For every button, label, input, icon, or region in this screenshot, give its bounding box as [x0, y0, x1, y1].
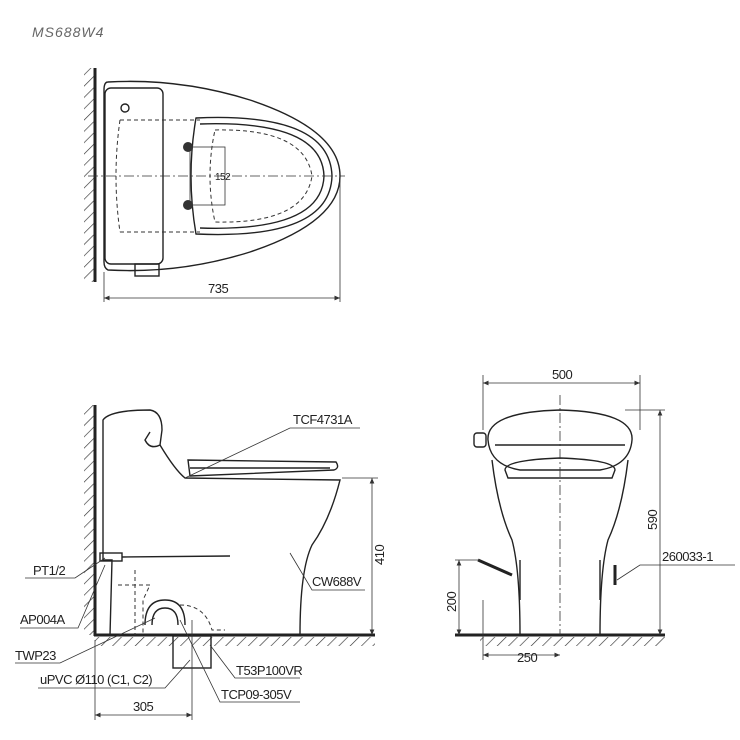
- label-supply: PT1/2: [33, 563, 65, 578]
- seat-lid: [187, 459, 339, 477]
- wall-hatching: [84, 68, 94, 282]
- front-width-dimension: 500: [552, 367, 572, 382]
- label-seat: TCF4731A: [293, 412, 353, 427]
- hinge-bolt: [183, 200, 193, 210]
- trapway-hidden: [179, 604, 225, 631]
- flush-handle-icon: [473, 432, 487, 448]
- height-dimension: 410: [372, 545, 387, 565]
- side-view: 305 410 TCF4731A CW688V PT1/2 AP004A TWP…: [15, 405, 387, 720]
- bolt-spacing-box: [189, 146, 226, 206]
- hinge-bolt: [183, 142, 193, 152]
- label-valve: AP004A: [20, 612, 66, 627]
- label-pipe: uPVC Ø110 (C1, C2): [40, 672, 152, 687]
- supply-fitting: [134, 263, 160, 277]
- trap-inner: [151, 607, 179, 626]
- tank-profile: [102, 409, 163, 448]
- body-detail: [519, 560, 601, 600]
- valve-hidden-lines: [118, 570, 151, 635]
- bowl-profile: [159, 444, 341, 636]
- front-height-dimension: 590: [645, 510, 660, 530]
- trap-outer: [144, 599, 186, 626]
- offset-dimension: 305: [133, 699, 153, 714]
- label-flange: T53P100VR: [236, 663, 302, 678]
- leader-line: [179, 619, 300, 703]
- supply-line: [121, 555, 231, 558]
- supply-hose: [477, 558, 513, 577]
- seat-front: [504, 457, 616, 479]
- top-view: 152 735: [84, 68, 345, 302]
- inner-dimension: 152: [215, 172, 231, 183]
- body-front-profile: [491, 459, 629, 636]
- leader-line: [289, 552, 365, 591]
- leader-line: [616, 564, 735, 581]
- leader-line: [15, 617, 156, 664]
- tank-front: [487, 409, 633, 471]
- flush-button-icon: [120, 103, 130, 113]
- inlet-offset-dimension: 250: [517, 650, 537, 665]
- toilet-outline: [103, 80, 341, 272]
- leader-line: [38, 659, 191, 689]
- width-dimension: 735: [208, 281, 228, 296]
- floor-hatching: [95, 637, 375, 646]
- front-view: 500 590 200 250 260033-1: [444, 367, 735, 665]
- model-title: MS688W4: [32, 24, 104, 40]
- leader-line: [20, 564, 106, 629]
- label-bowl: CW688V: [312, 574, 362, 589]
- leader-line: [209, 644, 300, 679]
- bowl-hidden-outline: [209, 129, 313, 223]
- inlet-height-dimension: 200: [444, 592, 459, 612]
- label-connector: TCP09-305V: [221, 687, 292, 702]
- seat-outline: [190, 116, 333, 236]
- leader-line: [25, 557, 106, 579]
- floor-hatching: [480, 637, 665, 646]
- body-back-profile: [102, 430, 113, 636]
- wall-hatching: [84, 405, 94, 635]
- label-gasket: TWP23: [15, 648, 56, 663]
- label-part: 260033-1: [662, 549, 713, 564]
- hidden-lines: [115, 119, 200, 233]
- leader-line: [184, 427, 360, 479]
